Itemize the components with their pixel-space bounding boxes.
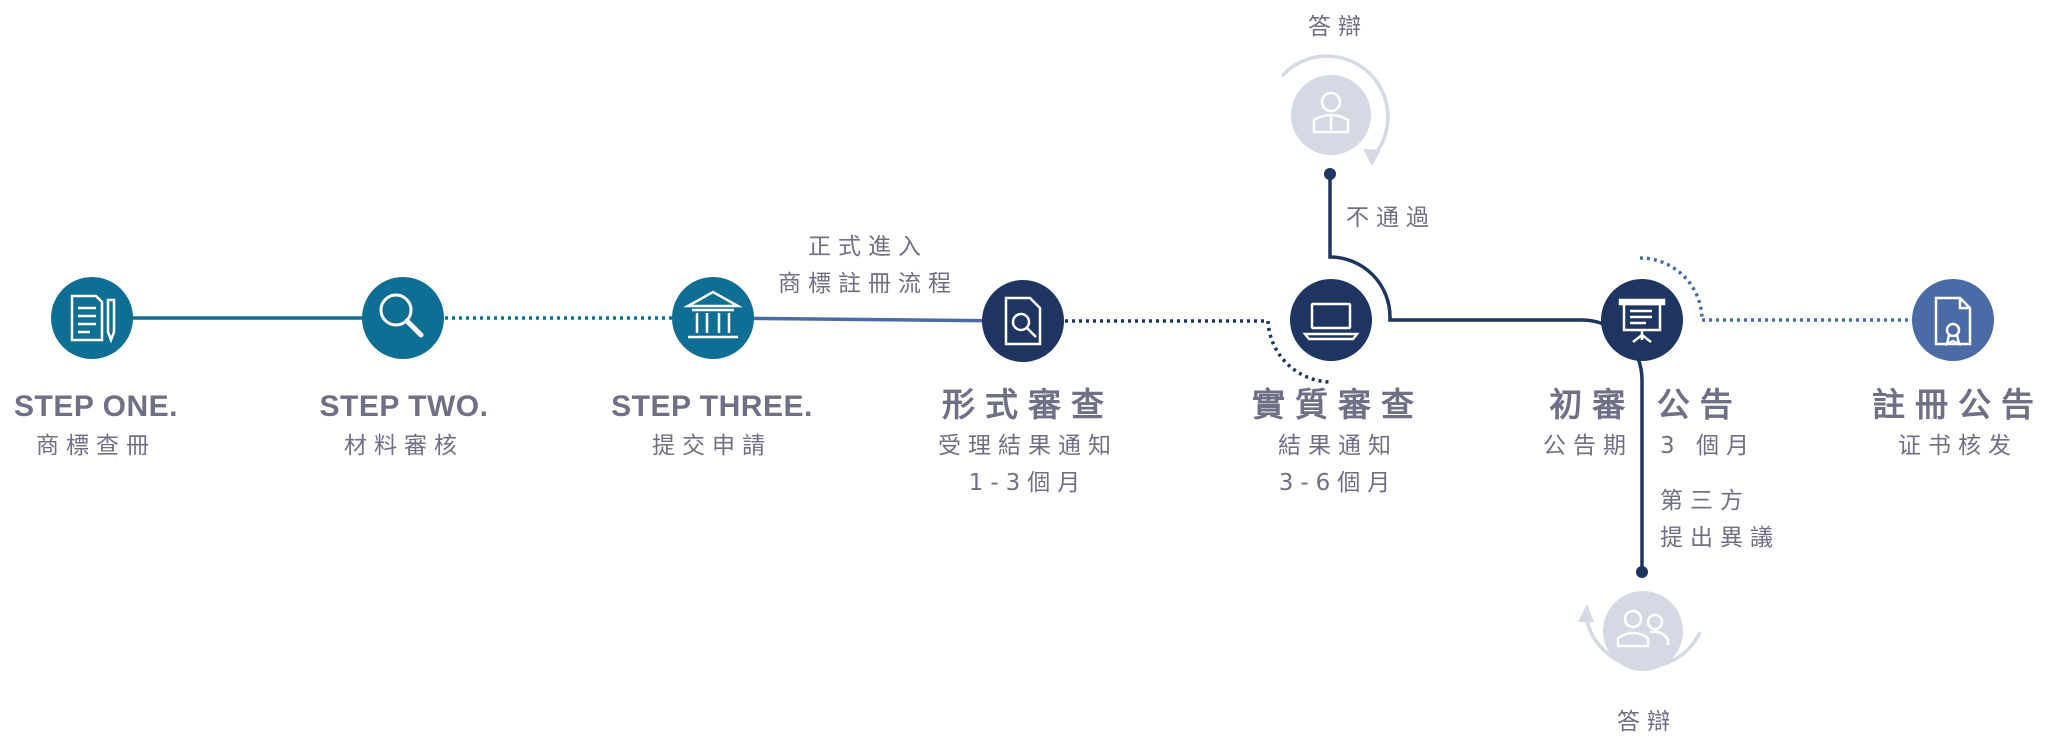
certificate-icon [1934,296,1972,347]
step-2-title: STEP TWO. [319,390,489,423]
formal-entry-note-line2: 商標註冊流程 [778,271,958,297]
arc-step6-dotted [1639,256,1704,321]
third-party-note-line2: 提出異議 [1660,525,1780,551]
document-pen-icon [70,294,116,344]
step-4-subtitle: 受理結果通知 [938,433,1118,459]
person-icon [1312,91,1350,134]
step-node-2 [362,277,444,359]
step-3-title: STEP THREE. [611,390,813,423]
cycle-arrowhead-bottom [1578,604,1594,622]
step-6-duration: 3 個月 [1660,433,1756,459]
step-node-5 [1290,279,1372,361]
step-5-subtitle: 結果通知 [1278,433,1398,459]
step-2-subtitle: 材料審核 [344,433,464,459]
fail-note: 不通過 [1346,205,1436,231]
document-search-icon [1004,296,1042,346]
fail-branch-dot [1324,168,1336,180]
defense-bottom-node [1603,591,1683,671]
laptop-icon [1302,302,1360,341]
step-6-subtitle: 公告期 [1543,433,1633,459]
step-node-7 [1912,279,1994,361]
step-1-title: STEP ONE. [14,390,178,423]
step-7-title: 註冊公告 [1872,385,2044,424]
fail-branch-line [1328,174,1582,322]
step-1-subtitle: 商標查冊 [36,433,156,459]
step-node-4 [982,280,1064,362]
step-6-title: 初審 公告 [1549,385,1743,424]
opposition-branch-dot [1636,566,1648,578]
step-5-title: 實質審查 [1252,385,1424,424]
step-7-subtitle: 证书核发 [1898,433,2018,459]
presentation-board-icon [1618,298,1666,343]
third-party-note-line1: 第三方 [1660,488,1750,514]
step-4-duration: 1-3個月 [968,470,1088,496]
cycle-arrowhead-top [1363,149,1381,166]
defense-bottom-label: 答辯 [1617,709,1677,735]
formal-entry-note-line1: 正式進入 [808,234,928,260]
step-node-6 [1601,279,1683,361]
step-node-1 [51,277,133,359]
step-node-3 [672,277,754,359]
step-5-duration: 3-6個月 [1278,470,1398,496]
step-3-subtitle: 提交申請 [652,433,772,459]
search-icon [379,293,424,338]
connector-step3-step4 [712,316,1024,323]
bank-icon [683,290,743,339]
group-icon [1616,609,1670,648]
cycle-arrow-top [1280,54,1390,160]
step-4-title: 形式審查 [942,385,1114,424]
defense-top-label: 答辯 [1308,14,1368,40]
